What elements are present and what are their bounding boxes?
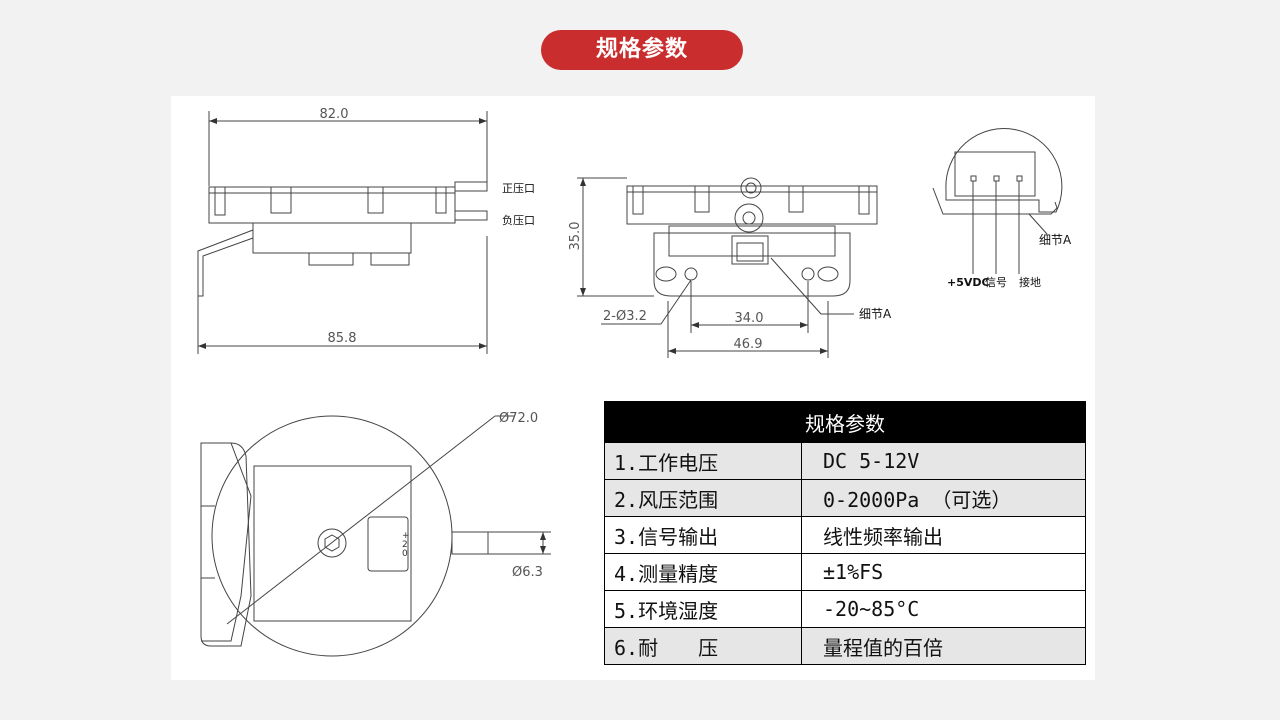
spec-key: 5.环境湿度 <box>604 590 802 628</box>
label-positive-port: 正压口 <box>502 182 535 195</box>
dim-holes: 2-Ø3.2 <box>603 309 647 324</box>
table-row: 5.环境湿度 -20~85°C <box>604 590 1086 628</box>
dim-46-9: 46.9 <box>734 337 763 352</box>
spec-key: 1.工作电压 <box>604 442 802 480</box>
dim-34: 34.0 <box>735 311 764 326</box>
spec-value: 0-2000Pa （可选） <box>801 479 1086 517</box>
pin-5vdc: +5VDC <box>947 276 990 289</box>
mark-0: 0 <box>402 549 408 559</box>
technical-drawing: 82.0 85.8 正压口 负压口 35.0 2-Ø3.2 34.0 46.9 … <box>197 107 1072 657</box>
front-view <box>577 177 878 358</box>
dim-85-8: 85.8 <box>328 331 357 346</box>
drawing-sheet: 82.0 85.8 正压口 负压口 35.0 2-Ø3.2 34.0 46.9 … <box>171 96 1095 680</box>
spec-value: DC 5-12V <box>801 442 1086 480</box>
table-row: 6.耐 压 量程值的百倍 <box>604 627 1086 665</box>
spec-key: 4.测量精度 <box>604 553 802 591</box>
label-negative-port: 负压口 <box>502 213 535 227</box>
spec-key: 2.风压范围 <box>604 479 802 517</box>
pin-ground: 接地 <box>1019 276 1041 289</box>
dim-6-3: Ø6.3 <box>512 565 543 580</box>
table-row: 2.风压范围 0-2000Pa （可选） <box>604 479 1086 517</box>
mark-2: 2 <box>402 540 408 550</box>
side-view <box>197 111 488 354</box>
bottom-view <box>200 415 551 657</box>
pin-signal: 信号 <box>985 276 1007 289</box>
spec-key: 3.信号输出 <box>604 516 802 554</box>
spec-value: ±1%FS <box>801 553 1086 591</box>
dim-72: Ø72.0 <box>499 411 538 426</box>
spec-value: -20~85°C <box>801 590 1086 628</box>
detail-a-label-front: 细节A <box>859 307 892 321</box>
dim-82: 82.0 <box>320 107 349 122</box>
spec-table: 规格参数 1.工作电压 DC 5-12V 2.风压范围 0-2000Pa （可选… <box>604 401 1086 665</box>
dim-35: 35.0 <box>568 222 583 251</box>
spec-key: 6.耐 压 <box>604 627 802 665</box>
mark-plus: + <box>402 531 410 541</box>
table-row: 3.信号输出 线性频率输出 <box>604 516 1086 554</box>
detail-a-view <box>932 128 1063 274</box>
spec-table-title: 规格参数 <box>604 401 1086 443</box>
detail-a-label: 细节A <box>1039 233 1072 247</box>
table-row: 4.测量精度 ±1%FS <box>604 553 1086 591</box>
page-title: 规格参数 <box>541 30 743 70</box>
table-row: 1.工作电压 DC 5-12V <box>604 442 1086 480</box>
spec-value: 量程值的百倍 <box>801 627 1086 665</box>
spec-value: 线性频率输出 <box>801 516 1086 554</box>
